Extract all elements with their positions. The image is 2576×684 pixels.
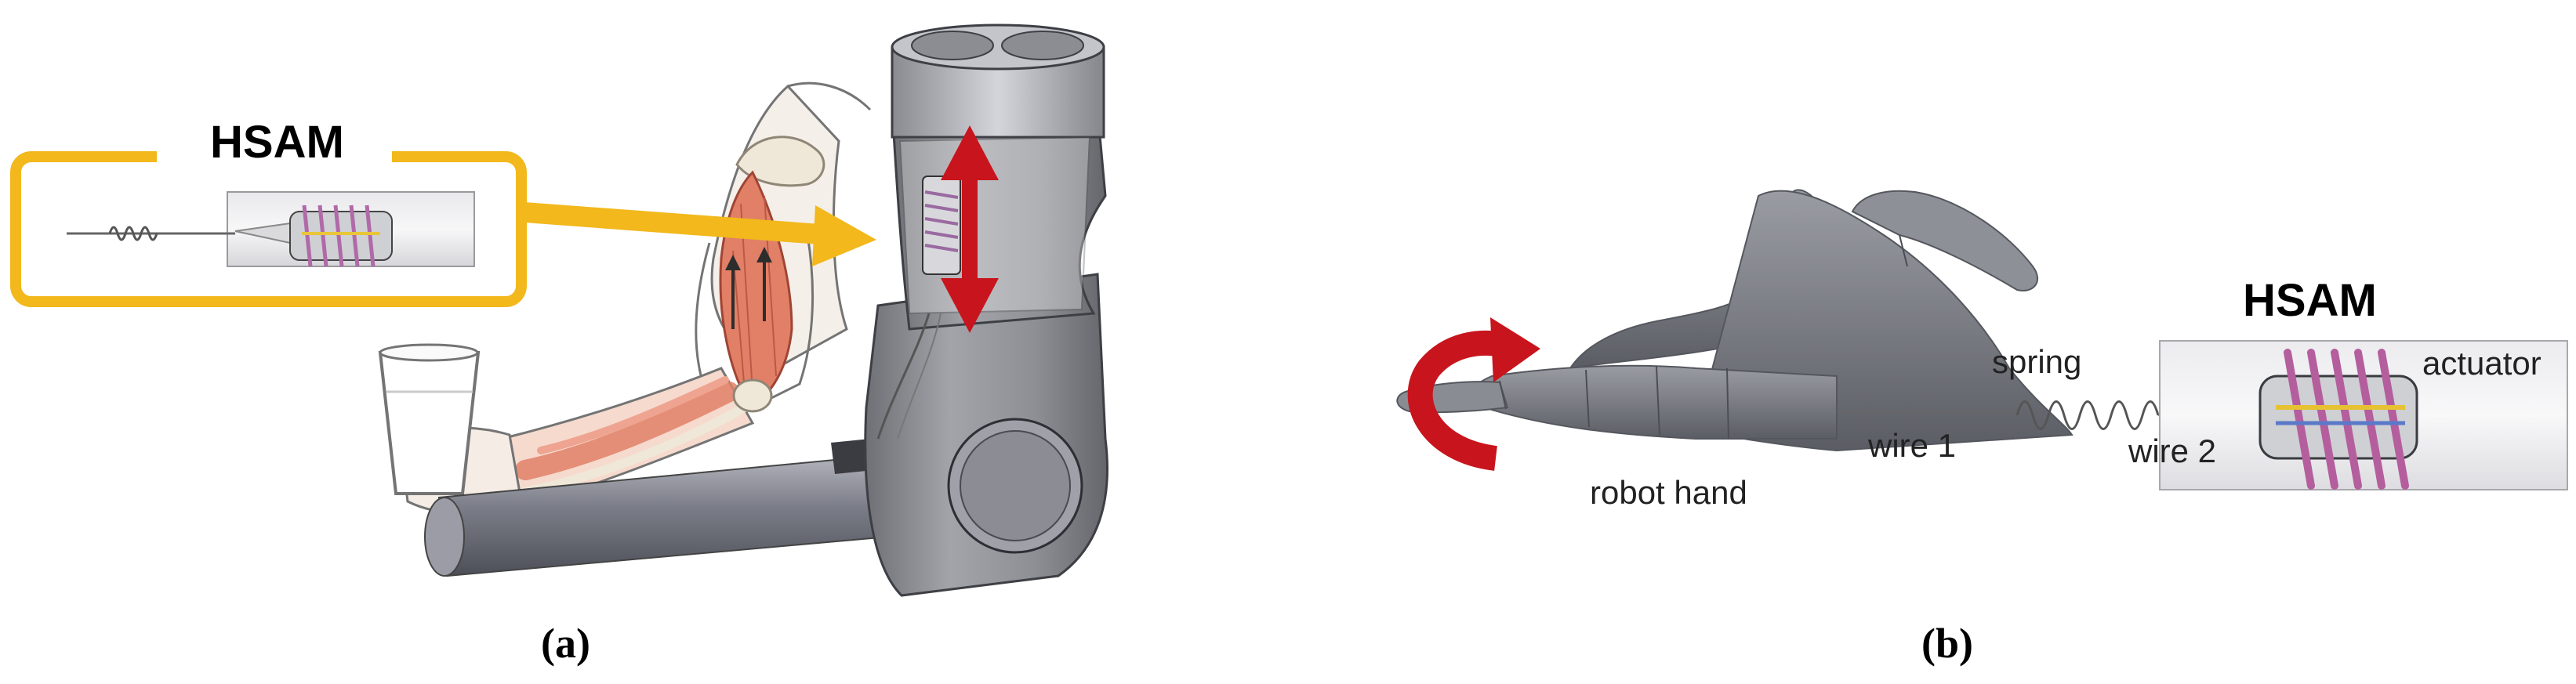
caption-b: (b)	[1921, 620, 1973, 667]
embedded-hsam-actuator	[922, 176, 961, 275]
hsam-label-a: HSAM	[210, 117, 344, 168]
rotation-arrow	[1407, 317, 1540, 471]
spring-label: spring	[1992, 343, 2082, 380]
caption-a: (a)	[541, 620, 590, 667]
hsam-label-b: HSAM	[2243, 275, 2377, 326]
forearm-rod	[424, 439, 934, 577]
robot-hand	[1396, 189, 2073, 452]
spring	[2015, 400, 2160, 430]
exoskeleton-device	[864, 24, 1108, 597]
motion-arrow-vertical	[941, 125, 999, 333]
robot-hand-label: robot hand	[1590, 474, 1747, 511]
wire-1-label: wire 1	[1868, 427, 1957, 464]
panel-a: HSAM (a)	[10, 24, 1108, 667]
arm-illustration	[378, 81, 872, 515]
hsam-callout-actuator	[67, 191, 475, 267]
actuator-label: actuator	[2422, 345, 2542, 382]
panel-a-illustration	[10, 24, 1108, 597]
panel-b-illustration	[1396, 189, 2568, 490]
panel-b: HSAM actuator spring wire 1 wire 2 robot…	[1288, 0, 2576, 684]
wire-1	[1837, 410, 2018, 417]
hsam-case	[2159, 340, 2568, 490]
wire-2-label: wire 2	[2128, 432, 2217, 469]
